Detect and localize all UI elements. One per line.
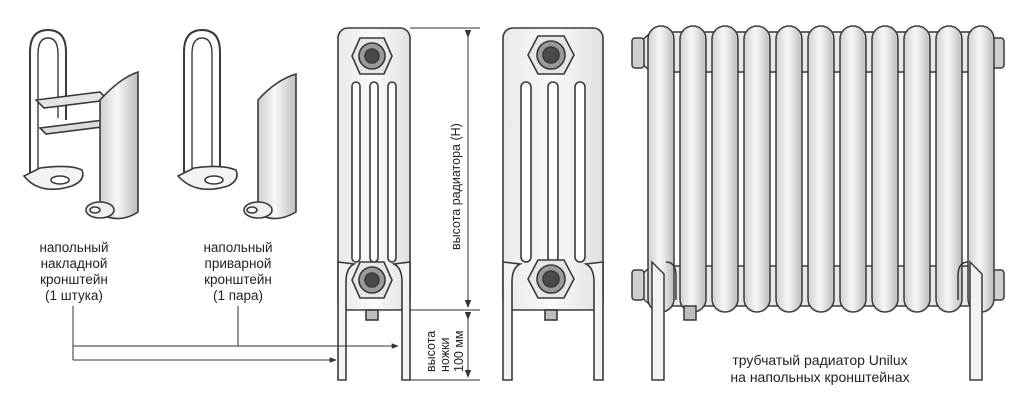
floor-overlay-bracket-illustration (22, 28, 139, 220)
radiator-height-label: высота радиатора (H) (449, 123, 463, 250)
svg-text:100 мм: 100 мм (452, 330, 466, 372)
radiator-front-view (631, 25, 1005, 381)
valve-icon (527, 35, 575, 75)
pointer-arrows (72, 306, 399, 363)
leg-height-label: высота ножки 100 мм (424, 330, 466, 372)
valve-icon (527, 259, 575, 299)
svg-text:ножки: ножки (438, 337, 452, 372)
radiator-side-view-narrow (337, 27, 411, 381)
valve-icon (351, 37, 393, 75)
floor-overlay-bracket-label: напольный накладной кронштейн (1 штука) (39, 240, 109, 303)
radiator-tubes (647, 25, 995, 313)
svg-text:высота: высота (424, 331, 438, 372)
floor-welded-bracket-label: напольный приварной кронштейн (1 пара) (203, 240, 273, 303)
dimension-lines (410, 27, 480, 381)
radiator-side-view-wide (502, 27, 604, 381)
valve-icon (351, 261, 393, 299)
floor-welded-bracket-illustration (176, 28, 297, 220)
radiator-caption: трубчатый радиатор Unilux на напольных к… (730, 352, 910, 385)
